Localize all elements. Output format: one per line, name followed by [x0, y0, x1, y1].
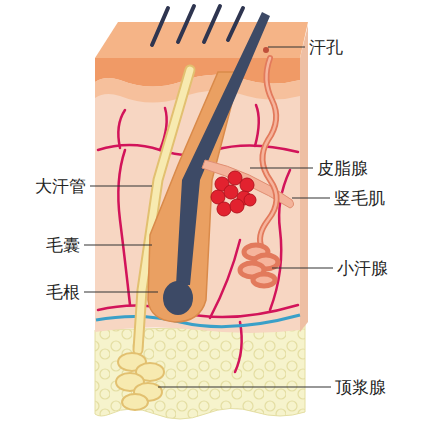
part-label: 皮脂腺 [317, 158, 368, 178]
part-label: 毛根 [46, 282, 80, 302]
surface-hairs [152, 6, 243, 45]
arrector-pili [202, 160, 294, 208]
part-label: 小汗腺 [337, 258, 388, 278]
part-label: 竖毛肌 [334, 188, 385, 208]
skin-side-face [300, 25, 308, 332]
vein [96, 315, 300, 327]
part-label: 大汗管 [35, 176, 86, 196]
part-label: 毛囊 [46, 235, 80, 255]
leader-lines [84, 47, 333, 387]
sweat-pore [263, 47, 269, 53]
eccrine-gland [240, 58, 278, 286]
skin-top-face [95, 22, 308, 58]
part-label: 顶浆腺 [335, 377, 386, 397]
part-label: 汗孔 [309, 37, 343, 57]
sebaceous-gland [211, 171, 256, 216]
subcutaneous-fat [95, 325, 305, 419]
